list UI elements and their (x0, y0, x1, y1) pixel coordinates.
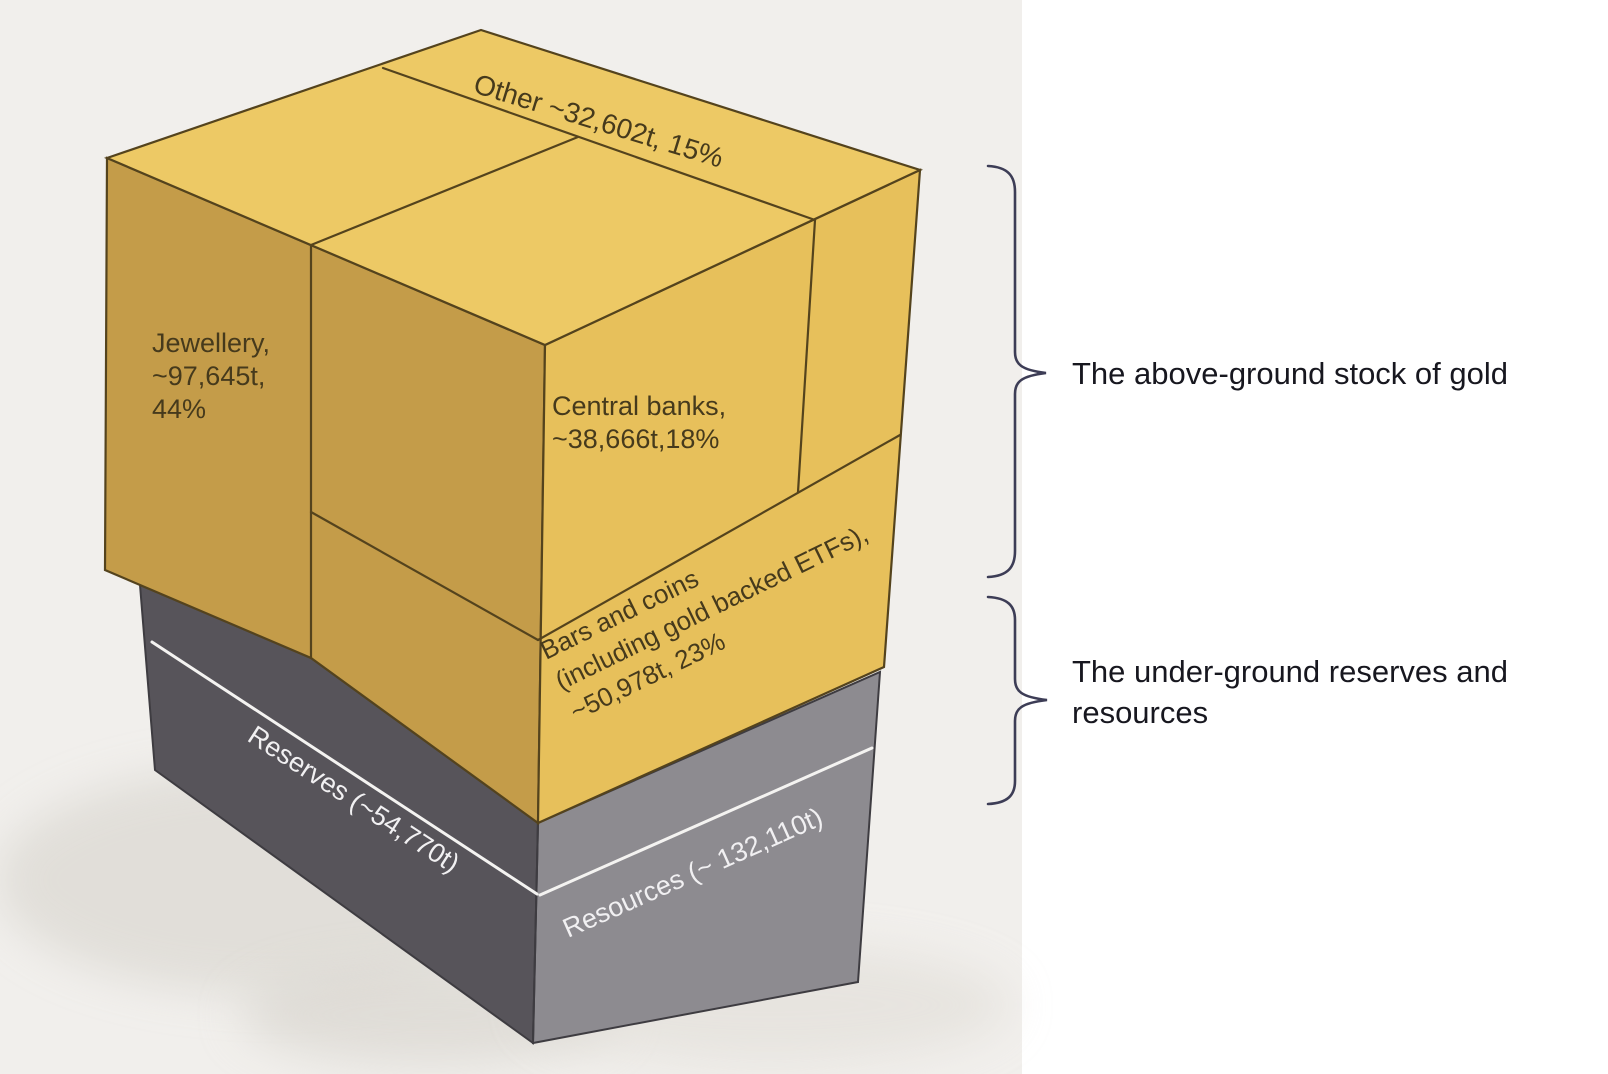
underground-block (138, 583, 882, 1045)
right-divider-bars (536, 433, 902, 642)
label-central-line2: ~38,666t,18% (552, 424, 719, 454)
curly-brace-under-ground (986, 595, 1048, 806)
label-under-ground: The under-ground reserves and resources (1072, 654, 1508, 730)
top-divider-other (381, 66, 817, 222)
gold-top-face (103, 28, 924, 347)
annotations: The above-ground stock of gold The under… (986, 164, 1508, 806)
label-above-ground: The above-ground stock of gold (1072, 356, 1508, 391)
label-under-ground-line2: resources (1072, 695, 1208, 730)
label-jewellery-line2: ~97,645t, (152, 361, 265, 391)
curly-brace-above-ground (986, 164, 1047, 579)
above-ground-block (103, 28, 924, 826)
label-jewellery-line3: 44% (152, 394, 206, 424)
left-divider-bars (309, 510, 540, 642)
right-divider-other (796, 218, 817, 494)
label-central-banks: Central banks, ~38,666t,18% (552, 391, 726, 454)
gray-front-edge (532, 822, 539, 1044)
label-jewellery-line1: Jewellery, (152, 328, 270, 358)
label-under-ground-line1: The under-ground reserves and (1072, 654, 1508, 689)
reserves-boundary-line (150, 640, 539, 896)
label-jewellery: Jewellery, ~97,645t, 44% (152, 328, 270, 424)
side-panel (1022, 0, 1608, 1074)
top-divider-central (309, 135, 580, 247)
resources-boundary-line (538, 746, 874, 897)
label-central-line1: Central banks, (552, 391, 726, 421)
